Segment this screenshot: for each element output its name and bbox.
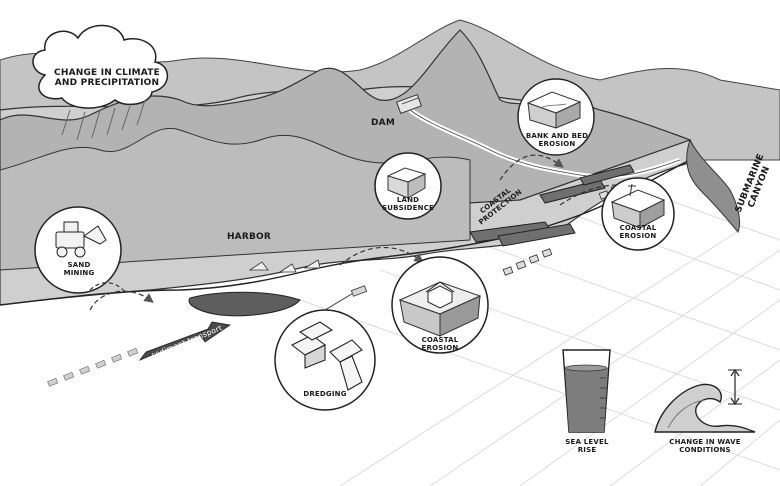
sediment-band: [188, 291, 301, 317]
harbor-label: HARBOR: [226, 232, 272, 242]
dam-icon: [395, 93, 423, 115]
sand-mining-circle: [34, 206, 126, 294]
dredger-icon: [290, 321, 363, 391]
coastal-erosion-center-circle: [391, 256, 489, 354]
climate-label: CHANGE IN CLIMATE AND PRECIPITATION: [54, 68, 160, 89]
house-icon: [425, 281, 455, 309]
land-subsidence-circle: [374, 152, 442, 220]
sediment-transport-arrow: [138, 321, 232, 361]
dredging-label: DREDGING: [303, 390, 347, 398]
sand-mining-label: SAND MINING: [63, 261, 95, 278]
wave-conditions-label: CHANGE IN WAVE CONDITIONS: [669, 438, 741, 455]
submarine-canyon: [686, 138, 741, 233]
sediment-flow-arrows: [89, 154, 645, 311]
land-subsidence-label: LAND SUBSIDENCE: [381, 196, 435, 213]
cloud-icon: [32, 24, 169, 141]
coastal-protection-structures: [469, 164, 635, 247]
harbor-boats: [248, 259, 321, 273]
coastal-erosion-right-circle: [601, 177, 675, 251]
sea-level-rise-label: SEA LEVEL RISE: [565, 438, 609, 455]
bank-bed-erosion-circle: [517, 78, 595, 156]
water-glass-icon: [562, 349, 611, 433]
wave-icon: [654, 368, 756, 433]
coastal-erosion-right-label: COASTAL EROSION: [619, 224, 657, 241]
coastal-erosion-center-label: COASTAL EROSION: [421, 336, 459, 353]
transport-dashes: [47, 347, 139, 387]
bank-bed-erosion-label: BANK AND BED EROSION: [525, 132, 589, 149]
shoreline: [0, 159, 691, 306]
dredging-circle: [274, 285, 376, 411]
dam-label: DAM: [371, 118, 395, 128]
excavator-icon: [55, 221, 107, 258]
